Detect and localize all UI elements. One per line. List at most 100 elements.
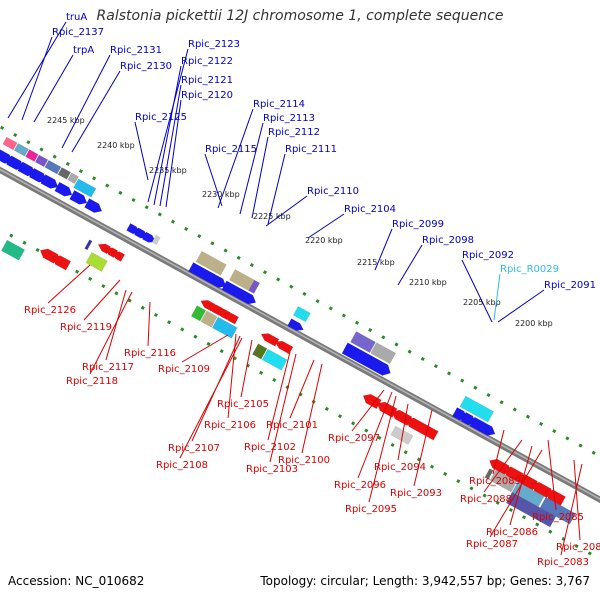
gene-label[interactable]: trpA [73,45,94,56]
gene-feature[interactable] [151,234,161,245]
gene-label[interactable]: Rpic_2113 [263,113,315,124]
gene-label[interactable]: Rpic_2082 [556,542,600,553]
minus-arrow[interactable] [274,340,294,355]
gene-feature[interactable] [489,469,518,493]
plus-arrow[interactable] [188,262,227,288]
gene-label[interactable]: Rpic_2104 [344,204,396,215]
gene-feature[interactable] [292,306,311,323]
gene-label[interactable]: Rpic_2111 [285,144,337,155]
gene-feature[interactable] [85,251,108,272]
rna-label[interactable]: Rpic_R0029 [500,264,559,275]
gene-feature[interactable] [390,425,414,445]
gene-label[interactable]: Rpic_2098 [422,235,474,246]
gene-label[interactable]: Rpic_2089 [469,476,521,487]
gene-label[interactable]: Rpic_2121 [181,75,233,86]
minus-arrow[interactable] [260,333,280,347]
callout-line [351,389,385,432]
gene-label[interactable]: Rpic_2119 [60,322,112,333]
gene-label[interactable]: Rpic_2106 [204,420,256,431]
gene-feature[interactable] [539,496,576,525]
gene-feature[interactable] [13,143,29,157]
plus-arrow[interactable] [54,181,73,197]
gene-feature[interactable] [34,154,49,168]
kbp-tick-label: 2230 kbp [202,190,240,199]
gene-label[interactable]: Rpic_2101 [266,420,318,431]
gene-feature[interactable] [200,310,218,328]
gene-label[interactable]: Rpic_2097 [328,433,380,444]
gene-feature[interactable] [1,239,25,261]
gene-feature[interactable] [350,331,376,353]
gene-feature[interactable] [2,136,18,151]
gene-feature[interactable] [505,492,557,528]
gene-label[interactable]: Rpic_2112 [268,127,320,138]
gene-feature[interactable] [252,343,268,360]
gene-label[interactable]: Rpic_2086 [486,527,538,538]
gene-feature[interactable] [211,316,238,339]
plus-arrow[interactable] [69,189,88,205]
gene-label[interactable]: Rpic_2137 [52,27,104,38]
gene-feature[interactable] [25,149,39,162]
gene-label[interactable]: Rpic_2105 [217,399,269,410]
gene-label[interactable]: Rpic_2093 [390,488,442,499]
gene-label[interactable]: Rpic_2088 [460,494,512,505]
gene-label[interactable]: Rpic_2117 [82,362,134,373]
gene-label[interactable]: Rpic_2091 [544,280,596,291]
gene-feature[interactable] [84,239,93,251]
minus-arrow[interactable] [224,312,239,325]
gene-label[interactable]: Rpic_2094 [374,462,426,473]
gene-label[interactable]: Rpic_2085 [532,512,584,523]
gene-label[interactable]: Rpic_2083 [537,557,589,568]
gene-label[interactable]: Rpic_2109 [158,364,210,375]
kbp-tick-label: 2215 kbp [357,258,395,267]
gene-label[interactable]: Rpic_2115 [205,144,257,155]
gene-feature[interactable] [261,348,288,371]
callout-line [217,108,254,209]
gene-label[interactable]: Rpic_2123 [188,39,240,50]
plus-arrow[interactable] [40,174,59,189]
gene-label[interactable]: Rpic_2120 [181,90,233,101]
gene-label[interactable]: Rpic_2103 [246,464,298,475]
gene-label[interactable]: Rpic_2110 [307,186,359,197]
accession-text: Accession: NC_010682 [8,574,145,588]
plus-arrow[interactable] [341,342,391,376]
plus-arrow[interactable] [221,280,257,305]
plus-arrow[interactable] [287,318,304,331]
minus-arrow[interactable] [111,251,126,262]
plus-arrow[interactable] [141,231,157,243]
gene-feature[interactable] [57,167,71,180]
gene-label[interactable]: Rpic_2131 [110,45,162,56]
gene-feature[interactable] [44,159,62,175]
gene-label[interactable]: Rpic_2107 [168,443,220,454]
callout-line [179,337,243,459]
gene-label[interactable]: Rpic_2125 [135,112,187,123]
gene-label[interactable]: Rpic_2122 [181,56,233,67]
gene-label[interactable]: Rpic_2092 [462,250,514,261]
minus-arrow[interactable] [545,489,566,506]
minus-arrow[interactable] [52,255,72,271]
gene-feature[interactable] [248,279,261,294]
gene-feature[interactable] [459,395,495,423]
plus-arrow[interactable] [84,198,103,213]
callout-line [204,153,223,207]
gene-feature[interactable] [370,342,397,365]
gene-label[interactable]: Rpic_2118 [66,376,118,387]
gene-label[interactable]: Rpic_2099 [392,219,444,230]
gene-feature[interactable] [190,305,207,322]
gene-label[interactable]: Rpic_2116 [124,348,176,359]
gene-label[interactable]: Rpic_2096 [334,480,386,491]
plus-arrow[interactable] [469,416,496,436]
minus-arrow[interactable] [405,417,439,441]
gene-label[interactable]: Rpic_2126 [24,305,76,316]
gene-label[interactable]: Rpic_2095 [345,504,397,515]
gene-label[interactable]: Rpic_2087 [466,539,518,550]
gene-feature[interactable] [67,172,79,184]
gene-label[interactable]: Rpic_2108 [156,460,208,471]
gene-feature[interactable] [195,250,227,276]
gene-feature[interactable] [484,468,494,480]
gene-label[interactable]: Rpic_2114 [253,99,305,110]
gene-label[interactable]: Rpic_2102 [244,442,296,453]
gene-feature[interactable] [73,178,97,198]
gene-label[interactable]: Rpic_2130 [120,61,172,72]
gene-label[interactable]: Rpic_2100 [278,455,330,466]
gene-label[interactable]: truA [66,12,87,23]
